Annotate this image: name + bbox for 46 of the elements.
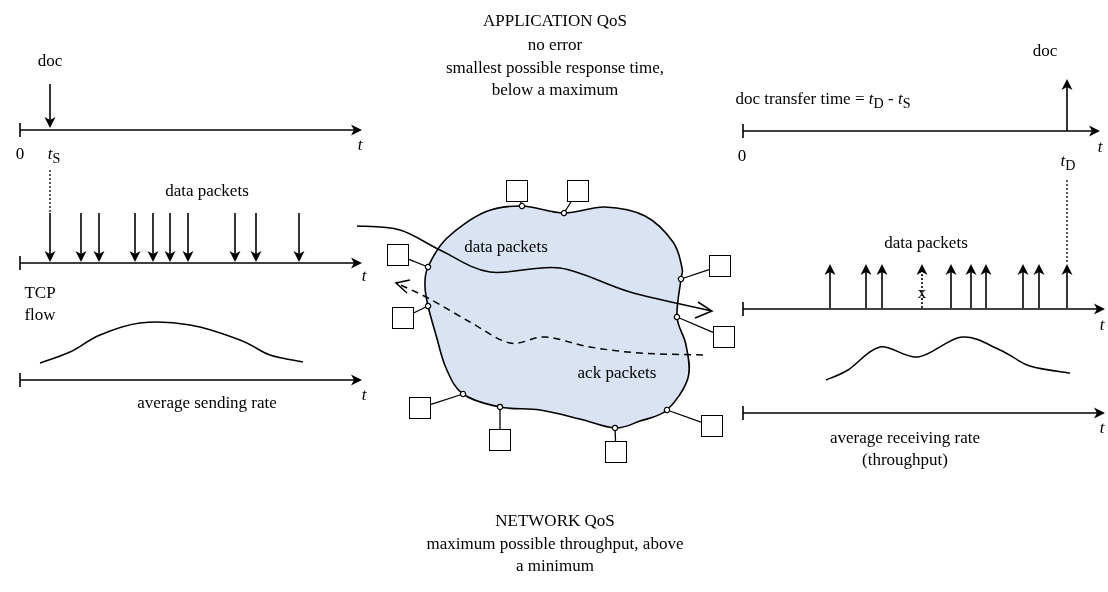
host-box bbox=[713, 326, 735, 348]
tick-label: t$_{D}$ bbox=[1059, 150, 1077, 176]
host-box bbox=[409, 397, 431, 419]
host-box bbox=[392, 307, 414, 329]
link-line bbox=[560, 201, 572, 217]
tick-label: 0 bbox=[736, 145, 748, 167]
note: smallest possible response time, below a maximum bbox=[444, 57, 666, 101]
annotation: doc bbox=[1031, 40, 1059, 62]
note: maximum possible throughput, above a minimum bbox=[425, 533, 685, 577]
annotation: data packets bbox=[883, 232, 969, 254]
annotation: average sending rate bbox=[137, 392, 277, 414]
annotation: doc bbox=[36, 50, 64, 72]
host-box bbox=[605, 441, 627, 463]
annotation: data packets bbox=[463, 236, 549, 258]
tick-label: t$_{S}$ bbox=[46, 143, 62, 169]
axis-label: t bbox=[1098, 417, 1106, 439]
link-line bbox=[408, 258, 432, 271]
host-box bbox=[567, 180, 589, 202]
heading: APPLICATION QoS bbox=[481, 10, 628, 32]
axis-label: t bbox=[356, 134, 364, 156]
annotation: TCP flow bbox=[23, 282, 57, 326]
annotation: ack packets bbox=[576, 362, 658, 384]
axis-label: t bbox=[1098, 314, 1106, 336]
link-line bbox=[518, 201, 526, 210]
link-line bbox=[413, 302, 432, 314]
annotation: average receiving rate (throughput) bbox=[828, 427, 982, 471]
link-line bbox=[611, 424, 619, 442]
host-box bbox=[387, 244, 409, 266]
host-box bbox=[506, 180, 528, 202]
annotation: data packets bbox=[164, 180, 250, 202]
link-line bbox=[677, 269, 710, 283]
loss-mark: x bbox=[916, 282, 928, 304]
link-line bbox=[663, 406, 702, 423]
axis-label: t bbox=[1096, 136, 1104, 158]
link-line bbox=[430, 390, 467, 406]
host-box bbox=[709, 255, 731, 277]
axis-label: t bbox=[360, 384, 368, 406]
heading: NETWORK QoS bbox=[494, 510, 616, 532]
host-box bbox=[701, 415, 723, 437]
link-line bbox=[673, 313, 714, 333]
annotation: doc transfer time = t$_{D}$ - t$_{S}$ bbox=[734, 88, 912, 114]
tick-label: 0 bbox=[14, 143, 26, 165]
note: no error bbox=[526, 34, 584, 56]
link-line bbox=[496, 403, 504, 430]
host-box bbox=[489, 429, 511, 451]
axis-label: t bbox=[360, 265, 368, 287]
